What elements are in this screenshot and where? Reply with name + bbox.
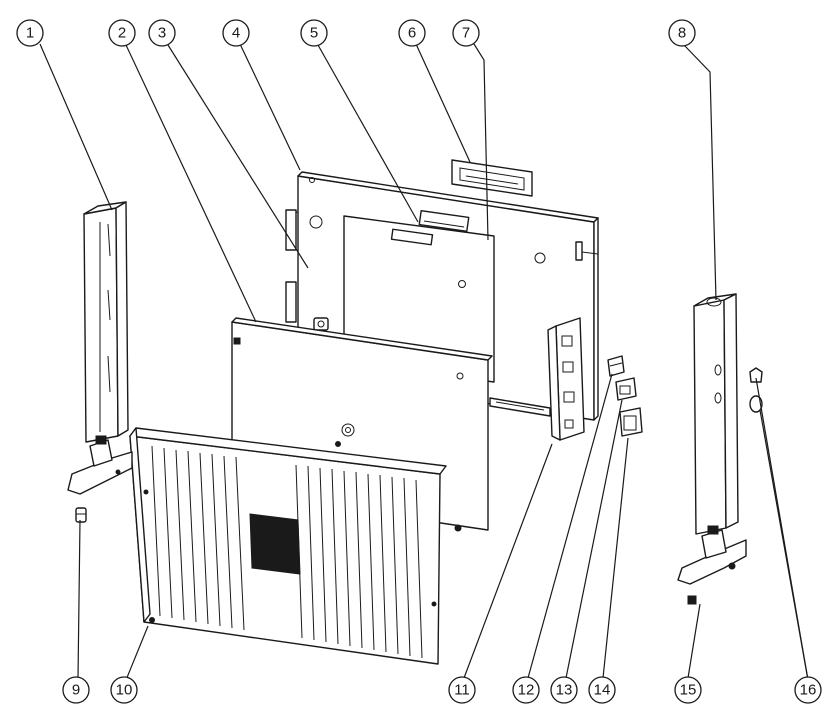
- callout-4: 4: [222, 19, 250, 47]
- part-right-stand-foot: [677, 525, 747, 605]
- svg-text:7: 7: [462, 25, 470, 42]
- callout-13: 13: [550, 676, 578, 704]
- svg-text:12: 12: [518, 682, 535, 699]
- svg-text:8: 8: [678, 25, 686, 42]
- callout-7: 7: [452, 19, 480, 47]
- svg-text:13: 13: [556, 682, 573, 699]
- callout-10: 10: [110, 676, 138, 704]
- part-right-stand-upright: [693, 293, 739, 535]
- part-connector-12: [607, 355, 625, 377]
- callout-9: 9: [62, 676, 90, 704]
- svg-text:5: 5: [310, 25, 318, 42]
- leader-lines: [39, 43, 809, 681]
- part-left-stand-foot: [67, 435, 133, 495]
- part-connector-13: [615, 377, 637, 401]
- callout-11: 11: [448, 676, 476, 704]
- svg-text:3: 3: [158, 25, 166, 42]
- part-connector-14: [619, 407, 643, 437]
- svg-text:1: 1: [26, 25, 34, 42]
- svg-text:16: 16: [800, 682, 817, 699]
- part-side-bracket: [547, 317, 585, 441]
- part-top-connector: [451, 159, 533, 197]
- callout-15: 15: [674, 676, 702, 704]
- part-caps-16: [749, 367, 763, 413]
- callout-8: 8: [668, 19, 696, 47]
- heatsink-fins: [151, 445, 423, 659]
- svg-text:4: 4: [232, 25, 240, 42]
- part-standoff: [313, 317, 329, 331]
- part-left-stand-upright: [83, 201, 129, 443]
- part-cable-bundle: [489, 397, 551, 417]
- svg-text:10: 10: [116, 682, 133, 699]
- callout-12: 12: [512, 676, 540, 704]
- callout-3: 3: [148, 19, 176, 47]
- part-front-heatsink: [129, 427, 447, 665]
- callout-6: 6: [398, 19, 426, 47]
- callout-1: 1: [16, 19, 44, 47]
- callout-14: 14: [588, 676, 616, 704]
- svg-text:14: 14: [594, 682, 611, 699]
- svg-text:2: 2: [118, 25, 126, 42]
- callout-2: 2: [108, 19, 136, 47]
- callout-5: 5: [300, 19, 328, 47]
- svg-text:6: 6: [408, 25, 416, 42]
- svg-text:9: 9: [72, 682, 80, 699]
- part-screw-9: [75, 507, 87, 523]
- svg-text:15: 15: [680, 682, 697, 699]
- callout-16: 16: [794, 676, 822, 704]
- part-board-connector: [418, 210, 470, 232]
- svg-text:11: 11: [454, 682, 470, 699]
